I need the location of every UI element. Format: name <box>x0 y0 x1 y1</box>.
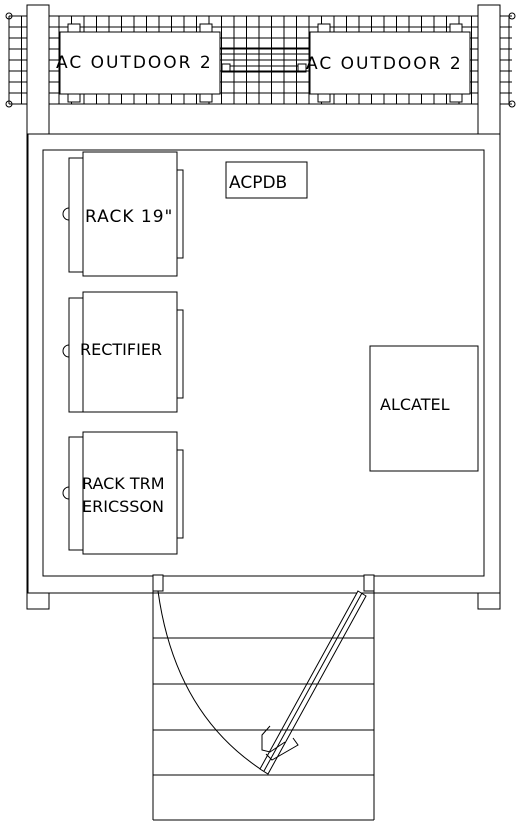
entrance-door <box>152 574 375 775</box>
alcatel-label: ALCATEL <box>380 395 450 414</box>
ericsson-label: ERICSSON <box>82 497 164 516</box>
ac-outdoor-left-label: AC OUTDOOR 2 <box>56 53 213 73</box>
entrance-steps <box>152 591 375 821</box>
ac-outdoor-right-label: AC OUTDOOR 2 <box>306 54 463 74</box>
ac-pipes <box>220 47 310 73</box>
acpdb-box <box>225 161 308 199</box>
acpdb-label: ACPDB <box>229 173 287 193</box>
rectifier-cabinet <box>62 291 184 413</box>
alcatel-box <box>369 345 479 472</box>
rectifier-label: RECTIFIER <box>80 340 162 359</box>
ac-outdoor-unit-right <box>297 23 471 103</box>
rack-19-cabinet <box>62 151 184 277</box>
rack-19-label: RACK 19" <box>85 207 173 227</box>
rack-trm-label: RACK TRM <box>82 474 165 493</box>
rack-trm-ericsson-cabinet <box>62 431 184 555</box>
ac-outdoor-unit-left <box>59 23 231 103</box>
